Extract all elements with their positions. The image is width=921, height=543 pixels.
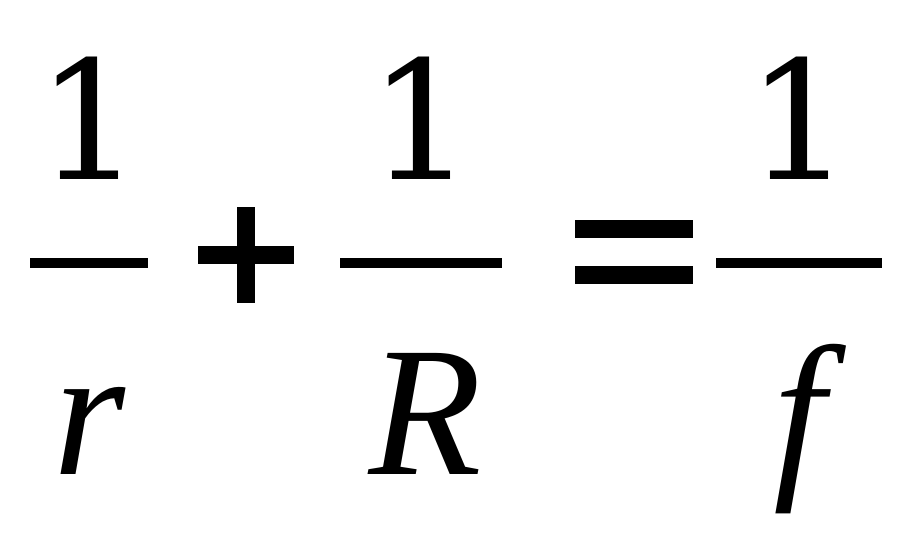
equals-top-bar: [575, 220, 693, 238]
fraction3-denominator: f: [773, 310, 825, 515]
fraction1-denominator: r: [53, 310, 125, 515]
fraction3-numerator: 1: [746, 26, 852, 218]
fraction2-bar: [340, 258, 502, 268]
fraction2-denominator: R: [368, 310, 482, 515]
fraction1-numerator: 1: [36, 26, 142, 218]
plus-vertical: [237, 207, 255, 303]
fraction3-bar: [716, 258, 882, 268]
fraction1-bar: [30, 258, 148, 268]
equals-bottom-bar: [575, 266, 693, 284]
fraction2-numerator: 1: [368, 26, 474, 218]
